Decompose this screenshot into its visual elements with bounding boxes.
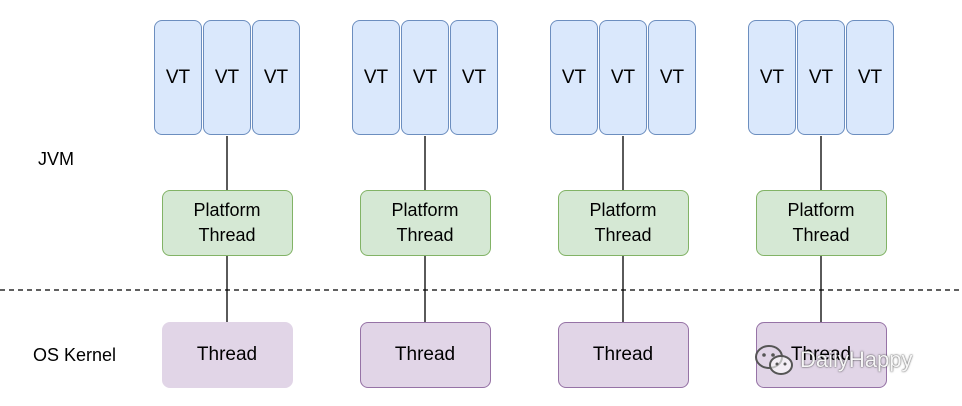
virtual-thread-box: VT	[450, 20, 498, 135]
kernel-thread-box: Thread	[755, 322, 887, 388]
virtual-thread-box: VT	[599, 20, 647, 135]
virtual-thread-box: VT	[846, 20, 894, 135]
virtual-thread-box: VT	[648, 20, 696, 135]
virtual-thread-box: VT	[401, 20, 449, 135]
kernel-thread-box: Thread	[161, 322, 293, 388]
platform-thread-label: Thread	[792, 225, 850, 245]
platform-thread-label: Platform	[193, 200, 261, 220]
jvm-layer-label: JVM	[38, 149, 74, 169]
os-kernel-layer-label: OS Kernel	[33, 345, 117, 365]
kernel-thread-box: Thread	[359, 322, 491, 388]
kernel-thread-box: Thread	[557, 322, 689, 388]
virtual-thread-box: VT	[550, 20, 598, 135]
platform-thread-label: Platform	[787, 200, 855, 220]
virtual-thread-box: VT	[352, 20, 400, 135]
platform-thread-label: Platform	[391, 200, 459, 220]
platform-thread-label: Thread	[396, 225, 454, 245]
virtual-thread-box: VT	[154, 20, 202, 135]
virtual-thread-box: VT	[252, 20, 300, 135]
virtual-thread-box: VT	[203, 20, 251, 135]
platform-thread-label: Platform	[589, 200, 657, 220]
virtual-thread-box: VT	[797, 20, 845, 135]
platform-thread-label: Thread	[594, 225, 652, 245]
virtual-thread-box: VT	[748, 20, 796, 135]
platform-thread-label: Thread	[198, 225, 256, 245]
